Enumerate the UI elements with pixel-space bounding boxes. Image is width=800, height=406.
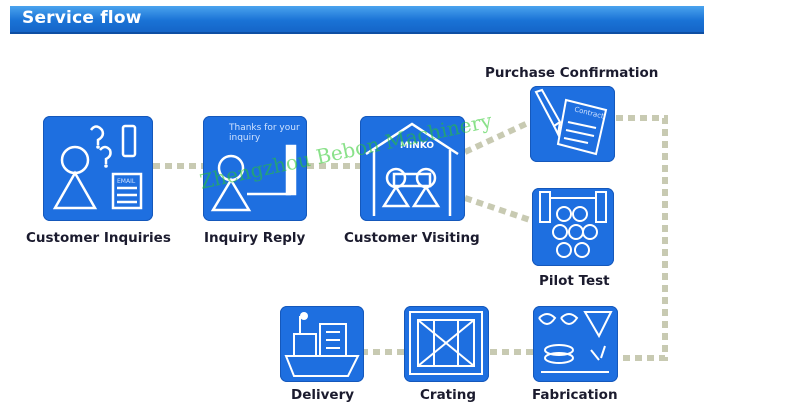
contract-signing-icon: [534, 88, 608, 156]
fabrication-parts-icon: [538, 311, 613, 373]
step-purchase-confirmation-tile: Contract: [530, 86, 615, 162]
inquiry-reply-icon: [210, 144, 297, 212]
section-header: Service flow: [10, 6, 704, 34]
email-tag: EMAIL: [117, 178, 136, 185]
factory-sign: MINKO: [400, 141, 435, 151]
reply-message: Thanks for your inquiry: [229, 123, 300, 143]
crating-box-icon: [409, 311, 483, 375]
connector-4-6: [616, 115, 668, 361]
step-label-customer-inquiries: Customer Inquiries: [26, 230, 171, 246]
customer-inquiry-icon: [52, 124, 143, 210]
step-customer-visiting-tile: MINKO: [360, 116, 465, 221]
step-crating-tile: [404, 306, 489, 382]
step-label-customer-visiting: Customer Visiting: [344, 230, 480, 246]
step-delivery-tile: [280, 306, 364, 382]
section-title: Service flow: [22, 8, 142, 28]
step-label-fabrication: Fabrication: [532, 387, 618, 403]
step-label-inquiry-reply: Inquiry Reply: [204, 230, 306, 246]
cargo-ship-icon: [284, 312, 360, 377]
step-label-pilot-test: Pilot Test: [539, 273, 610, 289]
step-label-delivery: Delivery: [291, 387, 355, 403]
step-label-crating: Crating: [420, 387, 477, 403]
step-label-purchase-confirmation: Purchase Confirmation: [485, 65, 659, 81]
connector-3-5: [464, 195, 531, 223]
step-inquiry-reply-tile: Thanks for your inquiry: [203, 116, 307, 221]
factory-visit-icon: [365, 122, 459, 216]
step-pilot-test-tile: [532, 188, 614, 266]
pilot-test-machine-icon: [539, 191, 607, 258]
step-customer-inquiries-tile: EMAIL: [43, 116, 153, 221]
step-fabrication-tile: [533, 306, 618, 382]
